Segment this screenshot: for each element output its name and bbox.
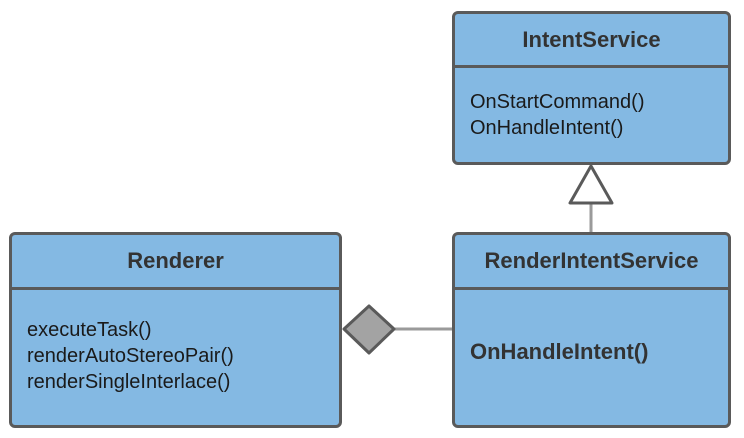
method-on-start-command: OnStartCommand() (470, 91, 645, 113)
class-name-intent-service: IntentService (455, 14, 728, 68)
class-name-render-intent-service: RenderIntentService (455, 235, 728, 290)
method-render-auto-stereo-pair: renderAutoStereoPair() (27, 345, 234, 367)
method-on-handle-intent-override: OnHandleIntent() (470, 339, 649, 364)
generalization-arrowhead (568, 164, 614, 205)
composition-diamond (342, 304, 396, 355)
class-intent-service[interactable]: IntentService OnStartCommand() OnHandleI… (452, 11, 731, 165)
methods-render-intent-service: OnHandleIntent() (455, 290, 728, 365)
methods-intent-service: OnStartCommand() OnHandleIntent() (455, 68, 728, 141)
class-render-intent-service[interactable]: RenderIntentService OnHandleIntent() (452, 232, 731, 428)
method-execute-task: executeTask() (27, 319, 152, 341)
class-renderer[interactable]: Renderer executeTask() renderAutoStereoP… (9, 232, 342, 428)
class-name-renderer: Renderer (12, 235, 339, 290)
methods-renderer: executeTask() renderAutoStereoPair() ren… (12, 290, 339, 395)
method-render-single-interlace: renderSingleInterlace() (27, 371, 231, 393)
method-on-handle-intent: OnHandleIntent() (470, 117, 624, 139)
